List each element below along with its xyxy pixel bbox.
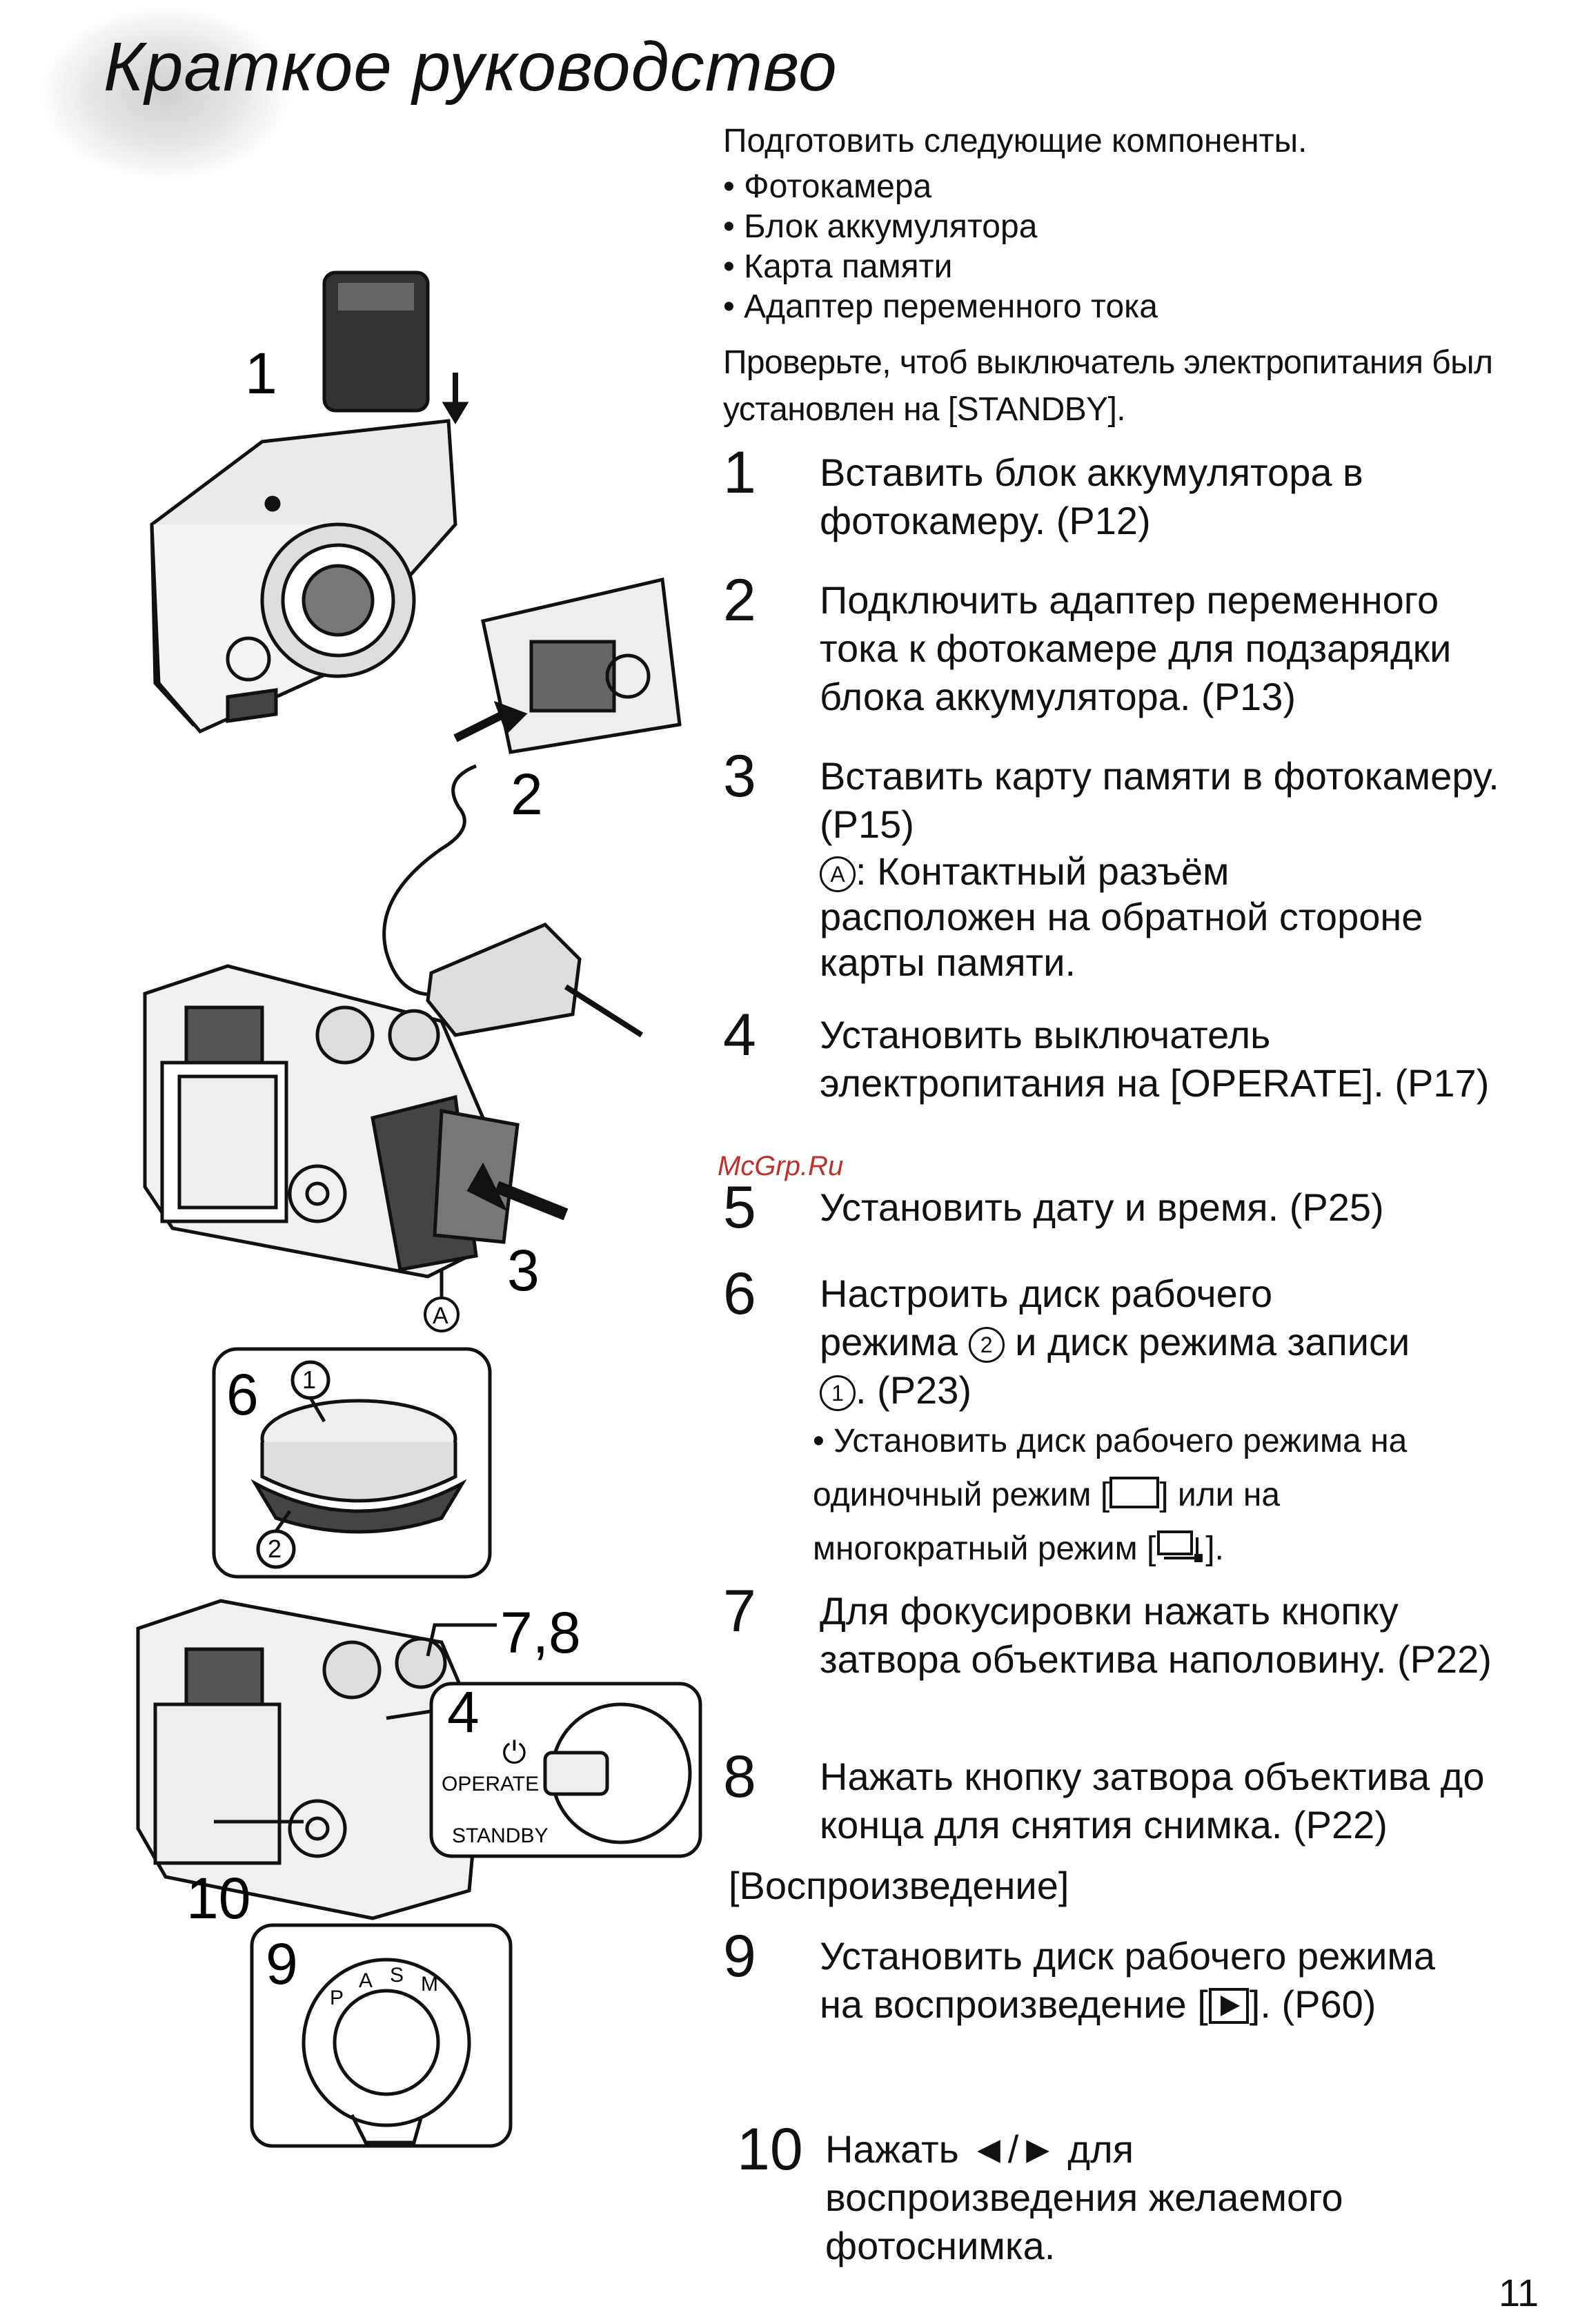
step-number: 9 — [723, 1923, 756, 1989]
step-6: 6 Настроить диск рабочего режима 2 и дис… — [723, 1263, 1503, 1582]
step-number: 7 — [723, 1578, 756, 1644]
callout-a-mark: A — [820, 856, 856, 892]
dial-letter-s: S — [390, 1964, 404, 1987]
operate-label: OPERATE — [442, 1773, 539, 1795]
callout-2: 2 — [511, 762, 543, 827]
dial-inset-6 — [212, 1347, 492, 1579]
step-text: Нажать ◄/► для воспроизведения желаемого… — [825, 2125, 1432, 2270]
component-item: Блок аккумулятора — [723, 207, 1523, 247]
component-item: Адаптер переменного тока — [723, 287, 1523, 327]
title-halo — [41, 7, 290, 179]
left-right-arrows-icon: ◄/► — [969, 2127, 1057, 2171]
step-3-note-text: : Контактный разъём расположен на обратн… — [820, 849, 1423, 984]
component-item: Фотокамера — [723, 167, 1523, 207]
step-text: Подключить адаптер переменного тока к фо… — [820, 578, 1452, 718]
step-5: 5 Установить дату и время. (P25) — [723, 1176, 1517, 1239]
step-number: 1 — [723, 440, 756, 506]
step-text: Нажать кнопку затвора объектива до конца… — [820, 1755, 1485, 1847]
switch-inset-4 — [386, 1682, 702, 1858]
callout-1: 1 — [245, 341, 277, 406]
step-text: Настроить диск рабочего режима 2 и диск … — [820, 1270, 1420, 1415]
step-10: 10 Нажать ◄/► для воспроизведения желаем… — [723, 2118, 1432, 2270]
step-number: 5 — [723, 1174, 756, 1241]
callout-3: 3 — [507, 1238, 540, 1303]
step-number: 8 — [723, 1744, 756, 1810]
step-3: 3 Вставить карту памяти в фотокамеру. (P… — [723, 745, 1517, 985]
step-6-text-b: и диск режима записи — [1015, 1320, 1410, 1363]
callout-6: 6 — [226, 1362, 259, 1427]
callout-7-8: 7,8 — [500, 1600, 581, 1665]
watermark: McGrp.Ru — [718, 1151, 844, 1181]
component-item: Карта памяти — [723, 247, 1523, 287]
step-text: Для фокусировки нажать кнопку затвора об… — [820, 1589, 1492, 1681]
callout-a: A — [433, 1303, 448, 1329]
playback-section-heading: [Воспроизведение] — [729, 1864, 1069, 1907]
step-7: 7 Для фокусировки нажать кнопку затвора … — [723, 1580, 1517, 1684]
power-icon: ⏻ — [502, 1736, 526, 1770]
page-title: Краткое руководство — [103, 28, 838, 106]
step-8: 8 Нажать кнопку затвора объектива до кон… — [723, 1746, 1517, 1849]
battery-insert-illustration — [150, 270, 469, 734]
step-3-note: A: Контактный разъём расположен на обрат… — [820, 849, 1427, 985]
dial-letter-a: A — [359, 1969, 373, 1992]
step-9: 9 Установить диск рабочего режима на вос… — [723, 1925, 1441, 2036]
step-6-bullet-b: ] или на многократный режим [ — [813, 1477, 1281, 1567]
dial-letter-p: P — [330, 1987, 344, 2009]
standby-check-text: Проверьте, чтоб выключатель электропитан… — [723, 344, 1493, 428]
page-number: 11 — [1499, 2271, 1539, 2314]
circled-1-mark: 1 — [820, 1375, 856, 1411]
dial-mark-1: 1 — [302, 1366, 316, 1394]
step-number: 10 — [737, 2116, 803, 2183]
step-9-text-b: ]. (P60) — [1249, 1982, 1376, 2026]
ac-adapter-illustration — [382, 577, 682, 1038]
step-6-bullet-c: ]. — [1205, 1530, 1224, 1567]
callout-a-circle — [424, 1297, 460, 1332]
callout-4: 4 — [447, 1680, 480, 1744]
card-insert-illustration — [143, 964, 569, 1297]
step-6-bullet-a: Установить диск рабочего режима на одино… — [813, 1423, 1408, 1513]
shutter-illustration — [136, 1599, 497, 1920]
step-9-text-a: Установить диск рабочего режима на воспр… — [820, 1934, 1436, 2026]
single-mode-icon — [1109, 1477, 1160, 1508]
step-6-text-a: Настроить диск рабочего режима — [820, 1272, 1273, 1363]
standby-label: STANDBY — [452, 1824, 548, 1847]
burst-mode-icon — [1156, 1528, 1205, 1582]
playback-icon — [1208, 1987, 1250, 2036]
camera-illustrations: 1 2 3 A 6 1 2 — [136, 270, 702, 2148]
step-number: 3 — [723, 743, 756, 809]
step-text: Установить диск рабочего режима на воспр… — [820, 1932, 1441, 2036]
dial-mark-2: 2 — [268, 1535, 282, 1563]
dial-letter-m: M — [421, 1973, 438, 1996]
step-2: 2 Подключить адаптер переменного тока к … — [723, 569, 1517, 721]
step-10-text-b: для воспроизведения желаемого фотоснимка… — [825, 2127, 1343, 2267]
intro-block: Подготовить следующие компоненты. Фотока… — [723, 121, 1523, 433]
step-number: 2 — [723, 567, 756, 633]
step-4: 4 Установить выключатель электропитания … — [723, 1004, 1517, 1107]
step-number: 4 — [723, 1002, 756, 1068]
step-number: 6 — [723, 1261, 756, 1327]
callout-10: 10 — [186, 1866, 250, 1931]
callout-9: 9 — [266, 1931, 298, 1996]
step-6-bullet: • Установить диск рабочего режима на оди… — [813, 1415, 1503, 1582]
circled-2-mark: 2 — [968, 1327, 1005, 1363]
step-text: Установить дату и время. (P25) — [820, 1185, 1384, 1229]
step-1: 1 Вставить блок аккумулятора в фотокамер… — [723, 442, 1517, 545]
mode-dial-inset-9 — [250, 1923, 513, 2148]
component-list: Фотокамера Блок аккумулятора Карта памят… — [723, 167, 1523, 327]
step-text: Вставить блок аккумулятора в фотокамеру.… — [820, 451, 1363, 542]
step-10-text-a: Нажать — [825, 2127, 959, 2171]
step-text: Вставить карту памяти в фотокамеру. (P15… — [820, 754, 1499, 846]
prepare-text: Подготовить следующие компоненты. — [723, 123, 1308, 159]
step-6-text-c: . (P23) — [856, 1368, 972, 1412]
step-text: Установить выключатель электропитания на… — [820, 1013, 1490, 1105]
